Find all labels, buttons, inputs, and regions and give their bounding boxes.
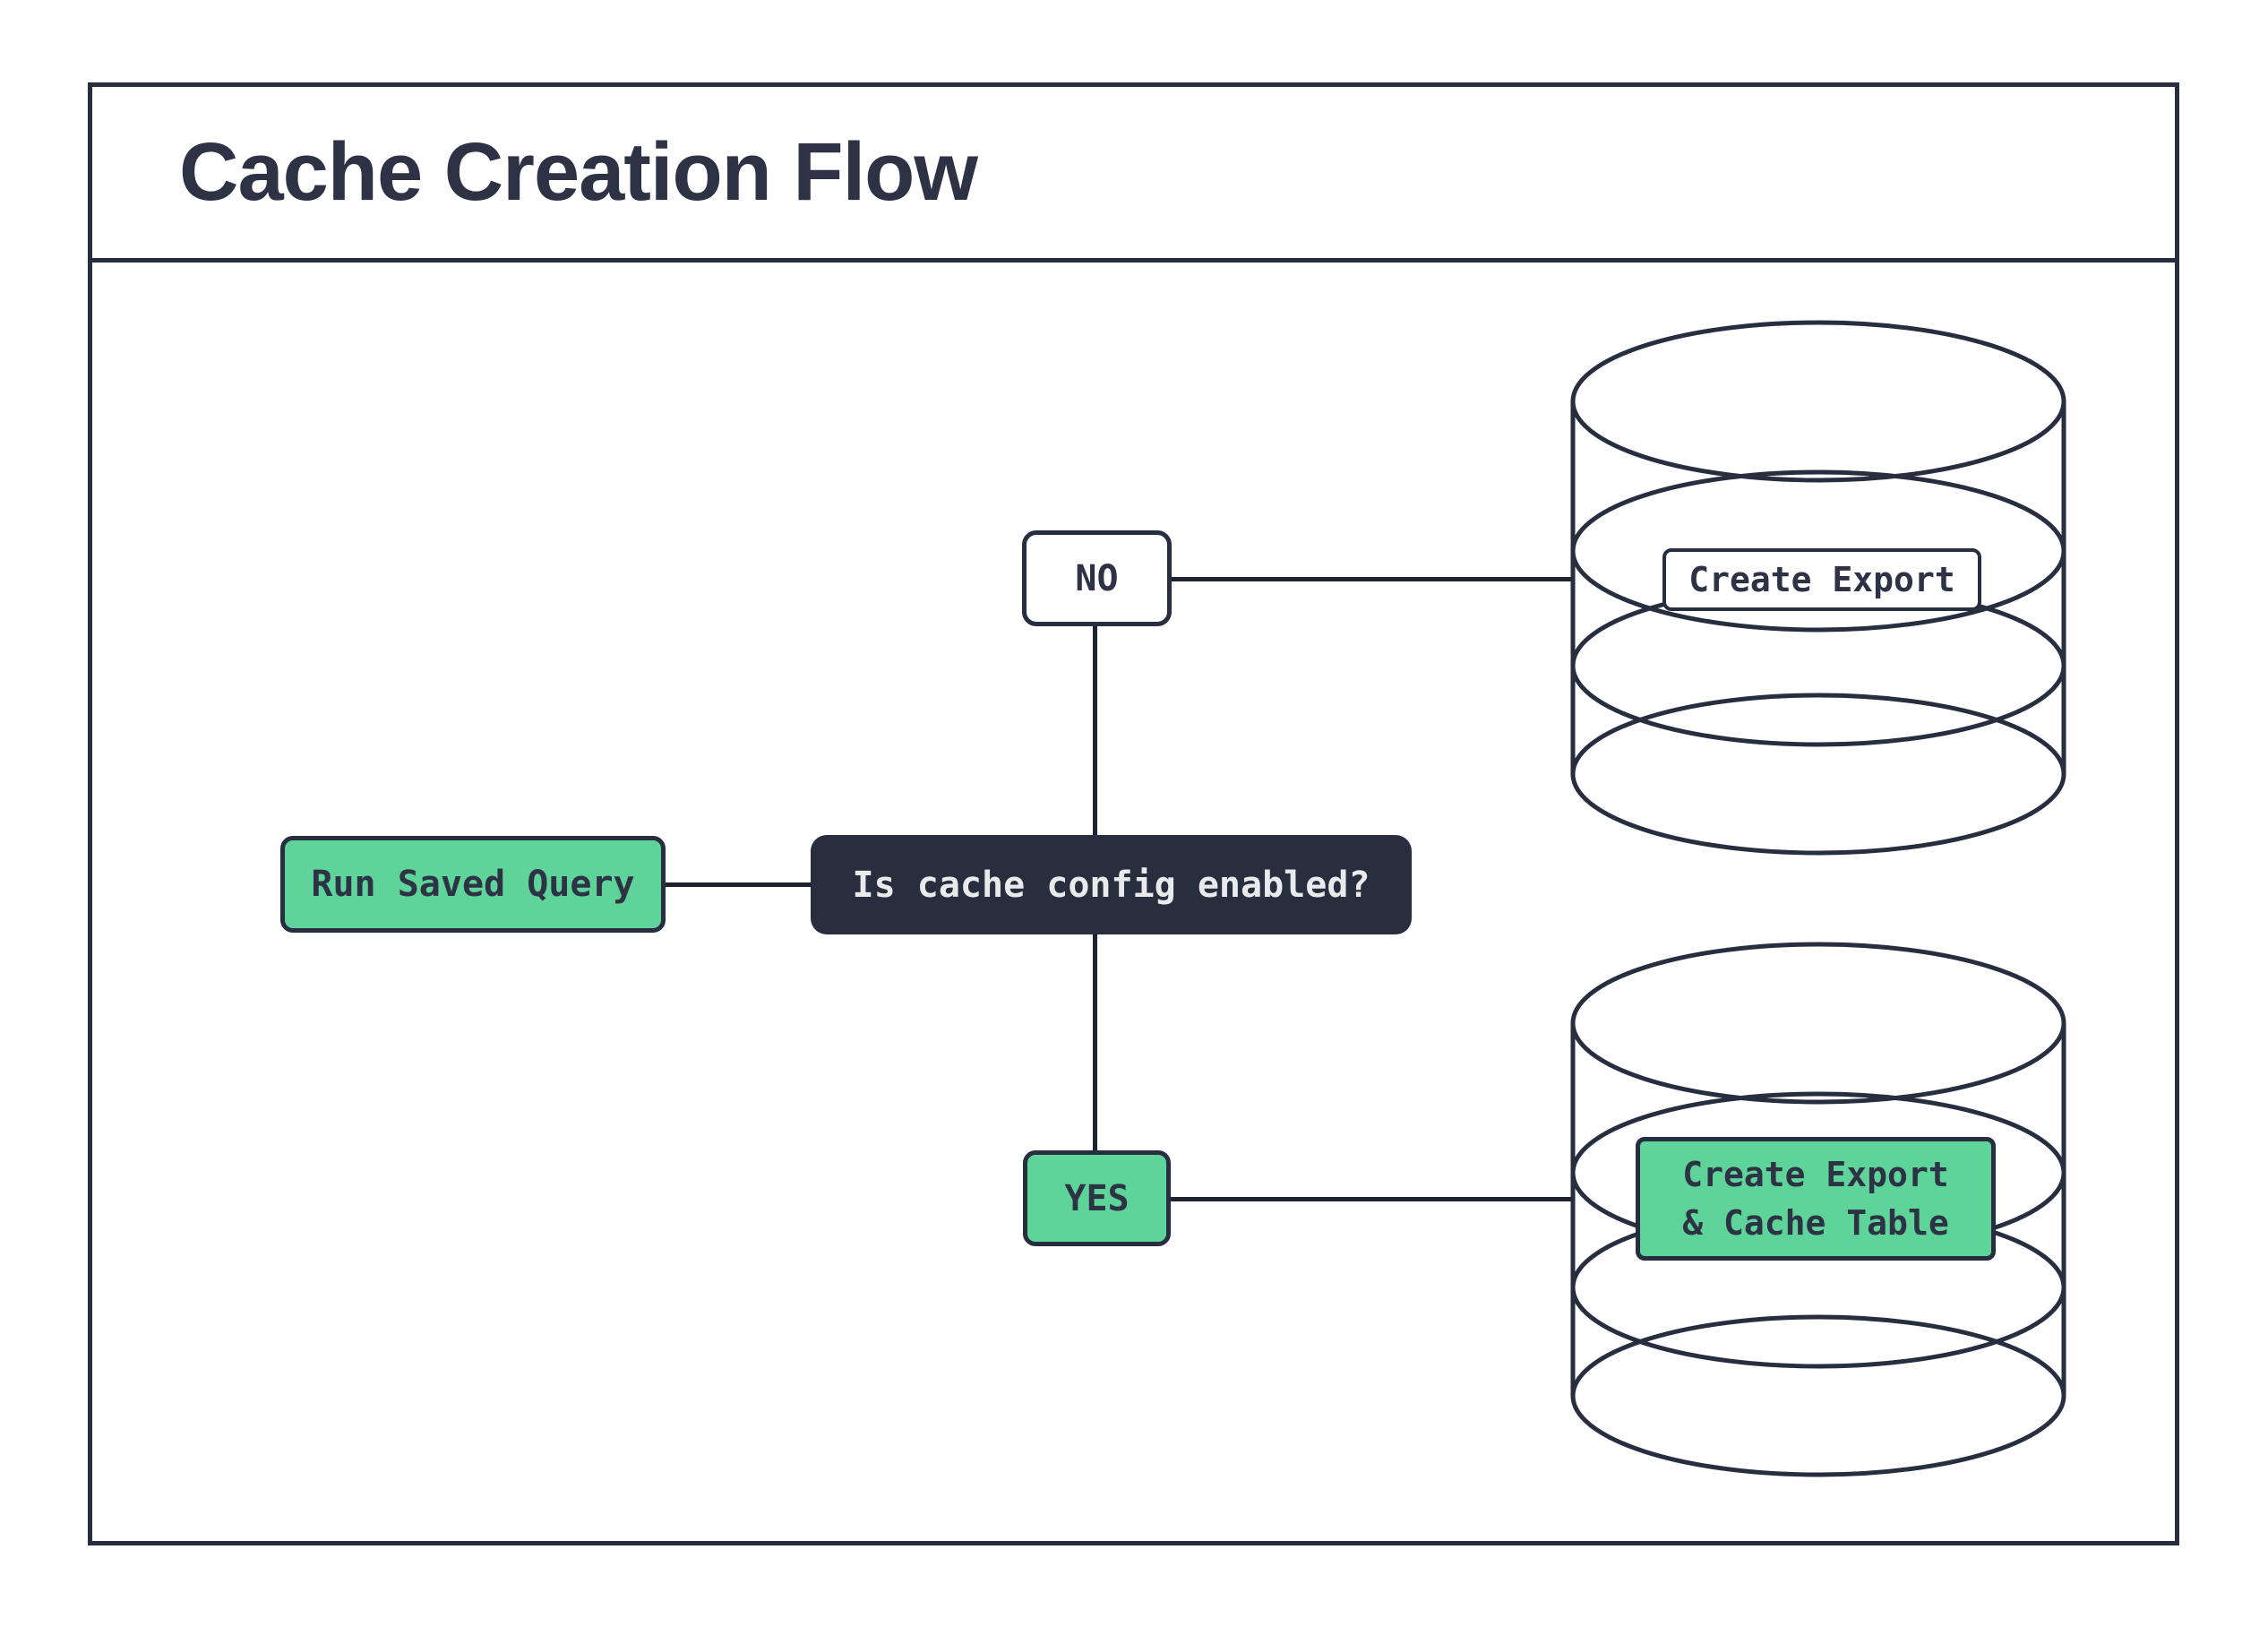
node-branch-yes: YES (1023, 1150, 1171, 1246)
create-export-label-text: Create Export (1688, 560, 1955, 599)
diagram-frame: Cache Creation Flow (88, 82, 2179, 1545)
connector-runquery-to-question (666, 882, 812, 887)
node-run-saved-query-label: Run Saved Query (311, 864, 635, 905)
connector-yes-to-cache-db (1168, 1197, 1573, 1201)
node-run-saved-query: Run Saved Query (280, 836, 666, 933)
database-icon (1570, 320, 2066, 856)
node-branch-no-label: NO (1075, 557, 1119, 599)
create-export-cache-line2: & Cache Table (1682, 1203, 1949, 1243)
node-question-cache-config: Is cache config enabled? (811, 835, 1412, 934)
create-export-cache-line1: Create Export (1682, 1155, 1949, 1194)
connector-question-to-no (1093, 625, 1097, 837)
node-branch-yes-label: YES (1064, 1177, 1130, 1219)
connector-no-to-export-db (1170, 577, 1573, 581)
connector-question-to-yes (1093, 933, 1097, 1152)
database-icon (1570, 942, 2066, 1477)
node-create-export-cache-label: Create Export & Cache Table (1636, 1137, 1996, 1261)
title-bar: Cache Creation Flow (92, 87, 2175, 263)
node-question-label: Is cache config enabled? (852, 864, 1370, 906)
node-branch-no: NO (1022, 530, 1172, 626)
node-create-export-label: Create Export (1662, 548, 1981, 611)
page-title: Cache Creation Flow (179, 126, 978, 218)
